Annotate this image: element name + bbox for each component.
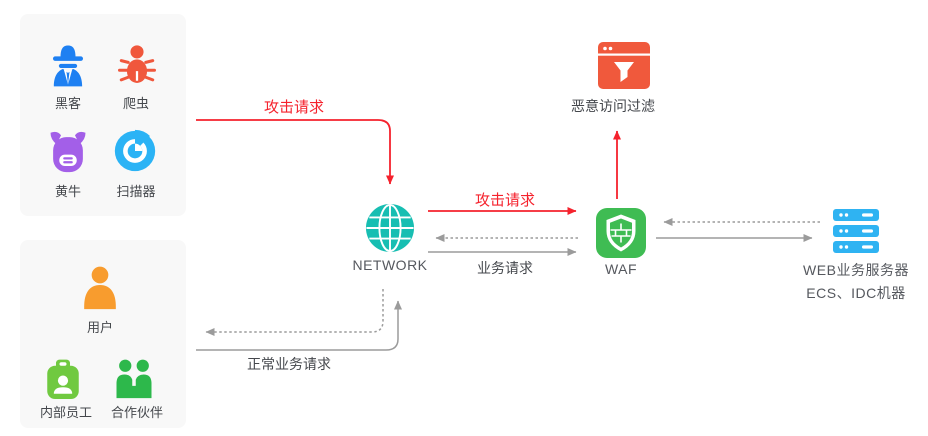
malicious-filter-label: 恶意访问过滤 (571, 98, 655, 114)
threat-label: 黑客 (54, 96, 82, 111)
network-label: NETWORK (352, 257, 428, 273)
waf-label: WAF (604, 261, 638, 277)
user-icon (84, 266, 116, 310)
malicious-filter-icon (598, 42, 650, 89)
attack-request-top-label: 攻击请求 (263, 99, 325, 116)
web-server-label-line1: WEB业务服务器 (803, 262, 909, 278)
scanner-icon (114, 129, 156, 172)
user-label: 用户 (86, 320, 114, 335)
crawler-bug-icon (118, 45, 156, 83)
hacker-icon (53, 45, 83, 87)
attack-elbow-arrow (196, 119, 394, 185)
business-request-label: 业务请求 (477, 260, 533, 276)
staff-badge-icon (47, 359, 79, 399)
web-server-icon (833, 209, 879, 253)
scalper-bull-icon (50, 131, 86, 173)
network-globe-icon (365, 203, 415, 253)
user-label: 合作伙伴 (110, 405, 164, 420)
threat-label: 扫描器 (116, 184, 156, 199)
threat-label: 爬虫 (122, 96, 150, 111)
network-to-users-return-arrow (205, 289, 384, 336)
web-server-label-line2: ECS、IDC机器 (806, 285, 906, 301)
threat-label: 黄牛 (54, 184, 82, 199)
threats-panel (20, 14, 186, 216)
partners-icon (116, 359, 152, 399)
waf-shield-icon (596, 208, 646, 258)
attack-request-mid-label: 攻击请求 (474, 192, 536, 209)
users-to-network-arrow (196, 300, 402, 351)
normal-business-request-label: 正常业务请求 (247, 356, 331, 372)
user-label: 内部员工 (39, 405, 93, 420)
